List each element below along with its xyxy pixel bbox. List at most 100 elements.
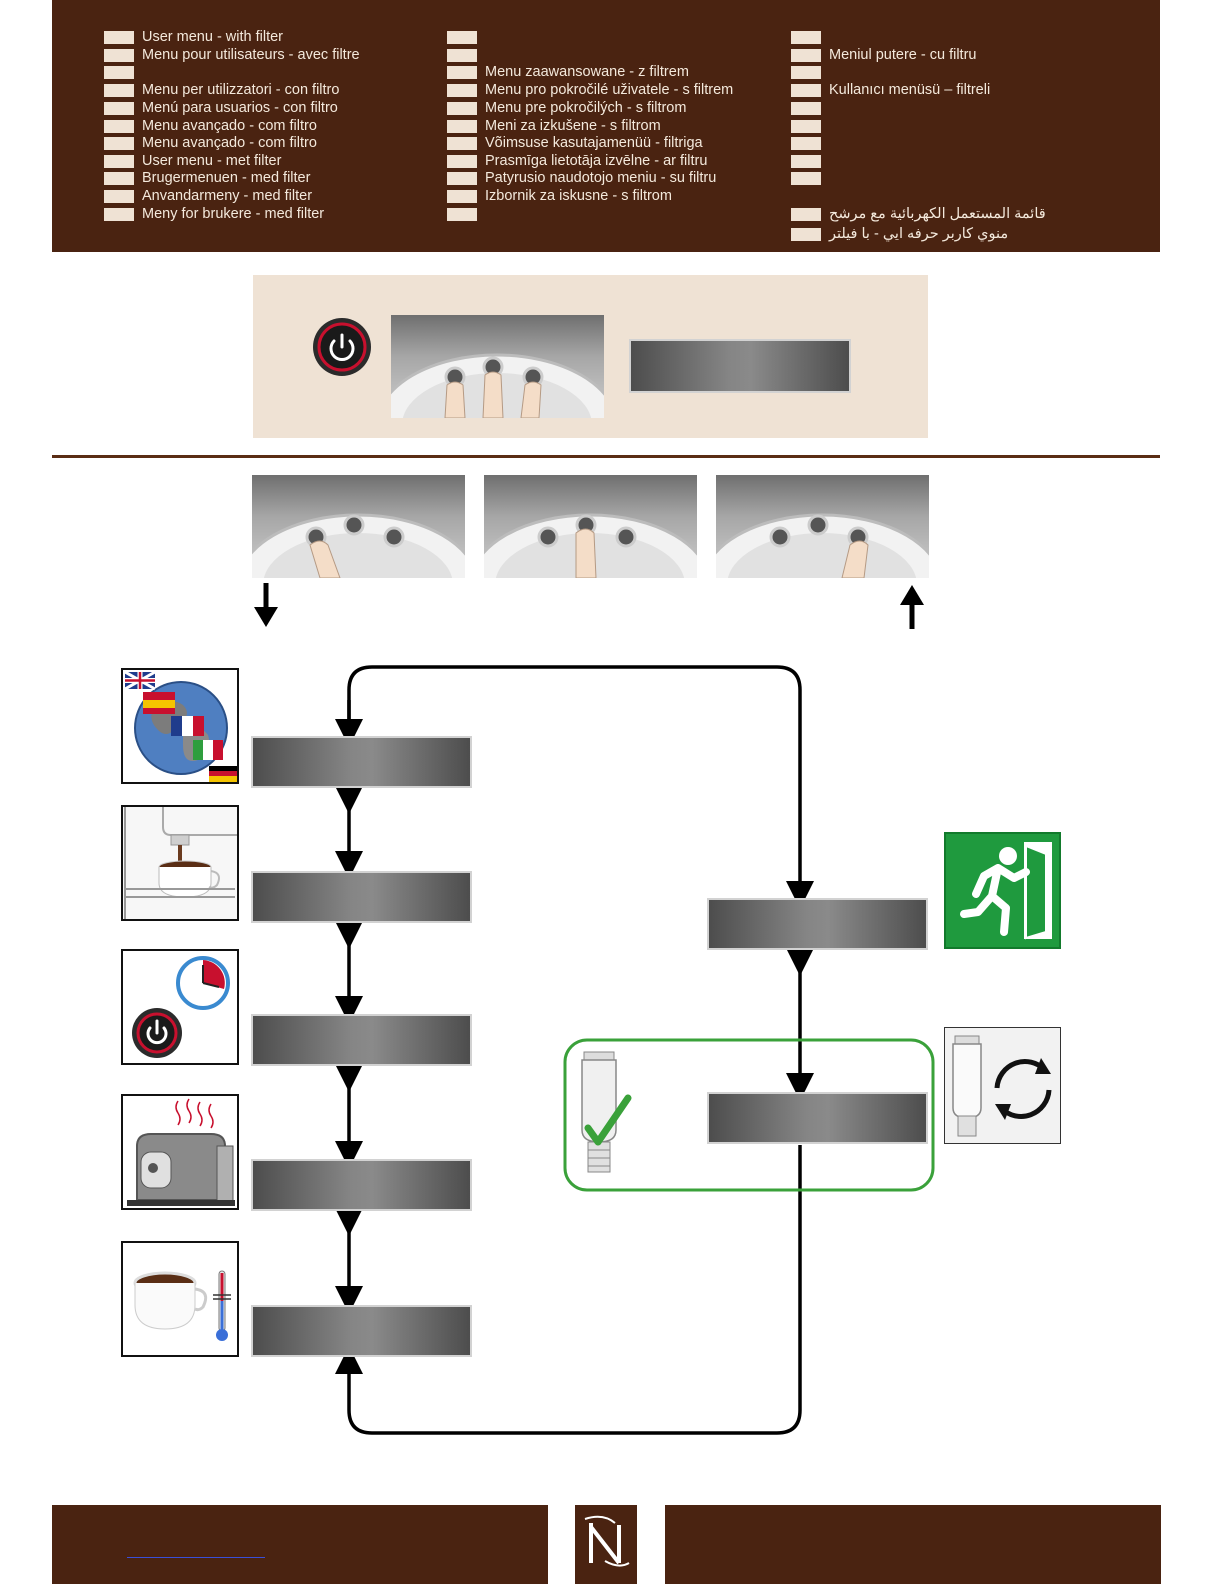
language-option[interactable]: Võimsuse kasutajamenüü - filtriga xyxy=(447,135,703,152)
language-checkbox[interactable] xyxy=(447,120,477,133)
filter-replace-icon xyxy=(944,1027,1061,1144)
menu-display-filter xyxy=(707,1092,928,1144)
language-option-label: User menu - met filter xyxy=(142,153,282,169)
language-option[interactable]: Izbornik za iskusne - s filtrom xyxy=(447,188,672,205)
language-option[interactable] xyxy=(791,100,829,117)
language-checkbox[interactable] xyxy=(791,208,821,221)
filter-check-icon xyxy=(578,1050,634,1180)
language-checkbox[interactable] xyxy=(791,172,821,185)
language-checkbox[interactable] xyxy=(104,172,134,185)
language-checkbox[interactable] xyxy=(104,102,134,115)
language-checkbox[interactable] xyxy=(447,208,477,221)
language-checkbox[interactable] xyxy=(447,102,477,115)
power-icon xyxy=(313,318,371,376)
language-option[interactable]: Meny for brukere - med filter xyxy=(104,206,324,223)
language-option[interactable] xyxy=(791,153,829,170)
language-option-label: منوي كاربر حرفه ايي - با فيلتر xyxy=(829,226,1009,242)
language-option-label: Menu pro pokročilé uživatele - s filtrem xyxy=(485,82,734,98)
descaling-machine-illustration xyxy=(121,1094,239,1210)
language-checkbox[interactable] xyxy=(104,49,134,62)
language-checkbox[interactable] xyxy=(447,190,477,203)
language-checkbox[interactable] xyxy=(791,49,821,62)
language-option-label: Menu avançado - com filtro xyxy=(142,118,317,134)
language-checkbox[interactable] xyxy=(791,102,821,115)
language-checkbox[interactable] xyxy=(791,228,821,241)
language-option[interactable] xyxy=(447,47,485,64)
language-option[interactable] xyxy=(447,206,485,223)
language-option[interactable]: Brugermenuen - med filter xyxy=(104,170,310,187)
footer-band-right xyxy=(665,1505,1161,1584)
language-checkbox[interactable] xyxy=(447,172,477,185)
language-option-label: Menu pre pokročilých - s filtrom xyxy=(485,100,687,116)
language-option[interactable] xyxy=(791,64,829,81)
language-checkbox[interactable] xyxy=(104,137,134,150)
language-option-label: Menu zaawansowane - z filtrem xyxy=(485,64,689,80)
language-checkbox[interactable] xyxy=(791,31,821,44)
power-button[interactable] xyxy=(312,317,372,377)
language-option[interactable] xyxy=(791,118,829,135)
language-option-label: Izbornik za iskusne - s filtrom xyxy=(485,188,672,204)
language-option[interactable]: Meni za izkušene - s filtrom xyxy=(447,118,661,135)
language-option[interactable] xyxy=(447,29,485,46)
language-option[interactable]: Menu pre pokročilých - s filtrom xyxy=(447,100,686,117)
language-checkbox[interactable] xyxy=(791,120,821,133)
language-option[interactable]: Menu pro pokročilé uživatele - s filtrem xyxy=(447,82,733,99)
display-screen xyxy=(629,339,851,393)
footer-band-left xyxy=(52,1505,548,1584)
language-option[interactable]: User menu - with filter xyxy=(104,29,283,46)
nav-button-down-photo[interactable] xyxy=(252,475,465,578)
language-option-label: Menú para usuarios - con filtro xyxy=(142,100,338,116)
language-checkbox[interactable] xyxy=(104,66,134,79)
language-checkbox[interactable] xyxy=(447,137,477,150)
language-option[interactable] xyxy=(791,135,829,152)
language-option[interactable] xyxy=(104,64,142,81)
auto-off-timer-illustration xyxy=(121,949,239,1065)
language-checkbox[interactable] xyxy=(447,84,477,97)
language-option[interactable]: Menu avançado - com filtro xyxy=(104,135,317,152)
language-option-label: Võimsuse kasutajamenüü - filtriga xyxy=(485,135,703,151)
language-option[interactable]: Menú para usuarios - con filtro xyxy=(104,100,338,117)
language-checkbox[interactable] xyxy=(447,49,477,62)
nav-button-up-photo[interactable] xyxy=(716,475,929,578)
language-checkbox[interactable] xyxy=(104,190,134,203)
language-checkbox[interactable] xyxy=(447,66,477,79)
language-option[interactable]: Menu pour utilisateurs - avec filtre xyxy=(104,47,360,64)
language-option[interactable]: Anvandarmeny - med filter xyxy=(104,188,312,205)
language-option[interactable]: منوي كاربر حرفه ايي - با فيلتر xyxy=(791,226,1008,243)
language-option[interactable]: Kullanıcı menüsü – filtreli xyxy=(791,82,990,99)
language-option-label: Patyrusio naudotojo meniu - su filtru xyxy=(485,170,717,186)
language-checkbox[interactable] xyxy=(104,31,134,44)
temperature-illustration xyxy=(121,1241,239,1357)
language-checkbox[interactable] xyxy=(447,155,477,168)
menu-display-exit xyxy=(707,898,928,950)
three-button-press-photo xyxy=(391,315,604,418)
language-option[interactable]: Prasmīga lietotāja izvēlne - ar filtru xyxy=(447,153,707,170)
language-checkbox[interactable] xyxy=(791,66,821,79)
language-checkbox[interactable] xyxy=(791,84,821,97)
language-option-label: Menu per utilizzatori - con filtro xyxy=(142,82,340,98)
language-option[interactable]: Menu avançado - com filtro xyxy=(104,118,317,135)
language-option-label: Meniul putere - cu filtru xyxy=(829,47,977,63)
language-checkbox[interactable] xyxy=(104,84,134,97)
language-option[interactable]: قائمة المستعمل الكهربائية مع مرشح xyxy=(791,206,1046,223)
language-option[interactable]: Menu per utilizzatori - con filtro xyxy=(104,82,339,99)
language-option[interactable]: Patyrusio naudotojo meniu - su filtru xyxy=(447,170,716,187)
nav-button-select-photo[interactable] xyxy=(484,475,697,578)
language-checkbox[interactable] xyxy=(447,31,477,44)
language-option-label: Kullanıcı menüsü – filtreli xyxy=(829,82,991,98)
language-option-label: قائمة المستعمل الكهربائية مع مرشح xyxy=(829,206,1046,222)
menu-display-auto-off xyxy=(251,1014,472,1066)
language-option[interactable] xyxy=(791,170,829,187)
language-checkbox[interactable] xyxy=(104,208,134,221)
language-globe-illustration xyxy=(121,668,239,784)
language-checkbox[interactable] xyxy=(104,120,134,133)
language-checkbox[interactable] xyxy=(791,137,821,150)
language-option[interactable]: Menu zaawansowane - z filtrem xyxy=(447,64,689,81)
language-option[interactable] xyxy=(791,29,829,46)
language-checkbox[interactable] xyxy=(791,155,821,168)
language-option[interactable]: User menu - met filter xyxy=(104,153,281,170)
menu-display-language xyxy=(251,736,472,788)
language-checkbox[interactable] xyxy=(104,155,134,168)
language-option[interactable]: Meniul putere - cu filtru xyxy=(791,47,976,64)
